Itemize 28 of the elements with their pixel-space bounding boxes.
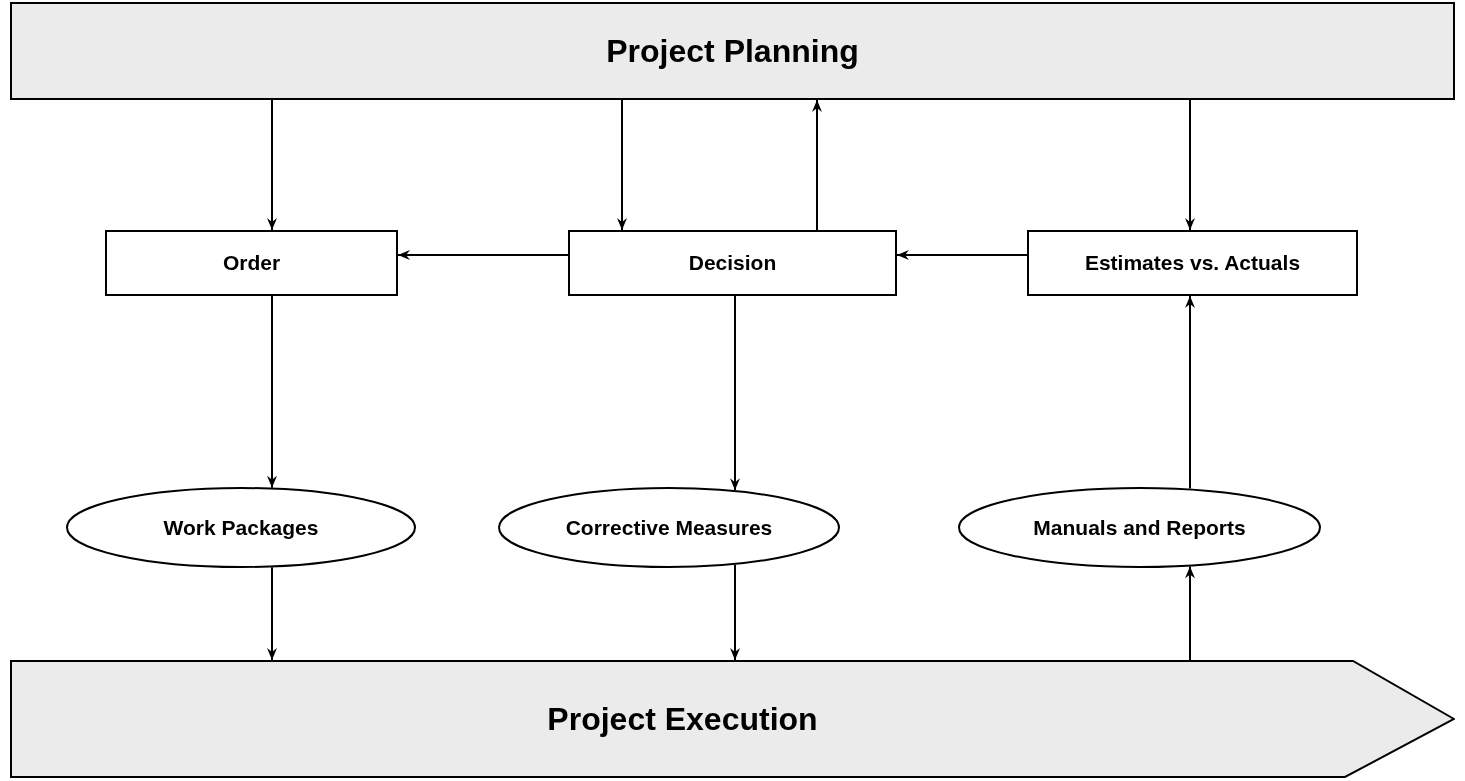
ellipse-node [958, 487, 1321, 568]
arrow [730, 563, 740, 661]
arrow [397, 250, 569, 260]
process-box [105, 230, 398, 296]
arrow [896, 250, 1028, 260]
node-label: Decision [688, 250, 777, 277]
node-label: Manuals and Reports [1033, 514, 1246, 541]
node-label: Order [222, 250, 281, 277]
node-label: Corrective Measures [565, 514, 773, 541]
arrow [267, 295, 277, 489]
arrow [1185, 99, 1195, 231]
process-box [568, 230, 897, 296]
node-label: Estimates vs. Actuals [1084, 250, 1301, 277]
process-box [1027, 230, 1358, 296]
arrow [267, 99, 277, 231]
node-label: Project Planning [606, 32, 859, 71]
arrow [812, 99, 822, 231]
arrow [1185, 295, 1195, 490]
arrow [267, 566, 277, 661]
arrow [730, 295, 740, 492]
node-label: Project Execution [547, 700, 818, 739]
ellipse-node [66, 487, 416, 568]
ellipse-node [498, 487, 840, 568]
arrow [1185, 565, 1195, 661]
process-band [10, 2, 1455, 100]
node-label: Work Packages [163, 514, 319, 541]
arrow-band [10, 660, 1455, 778]
arrow [617, 99, 627, 231]
